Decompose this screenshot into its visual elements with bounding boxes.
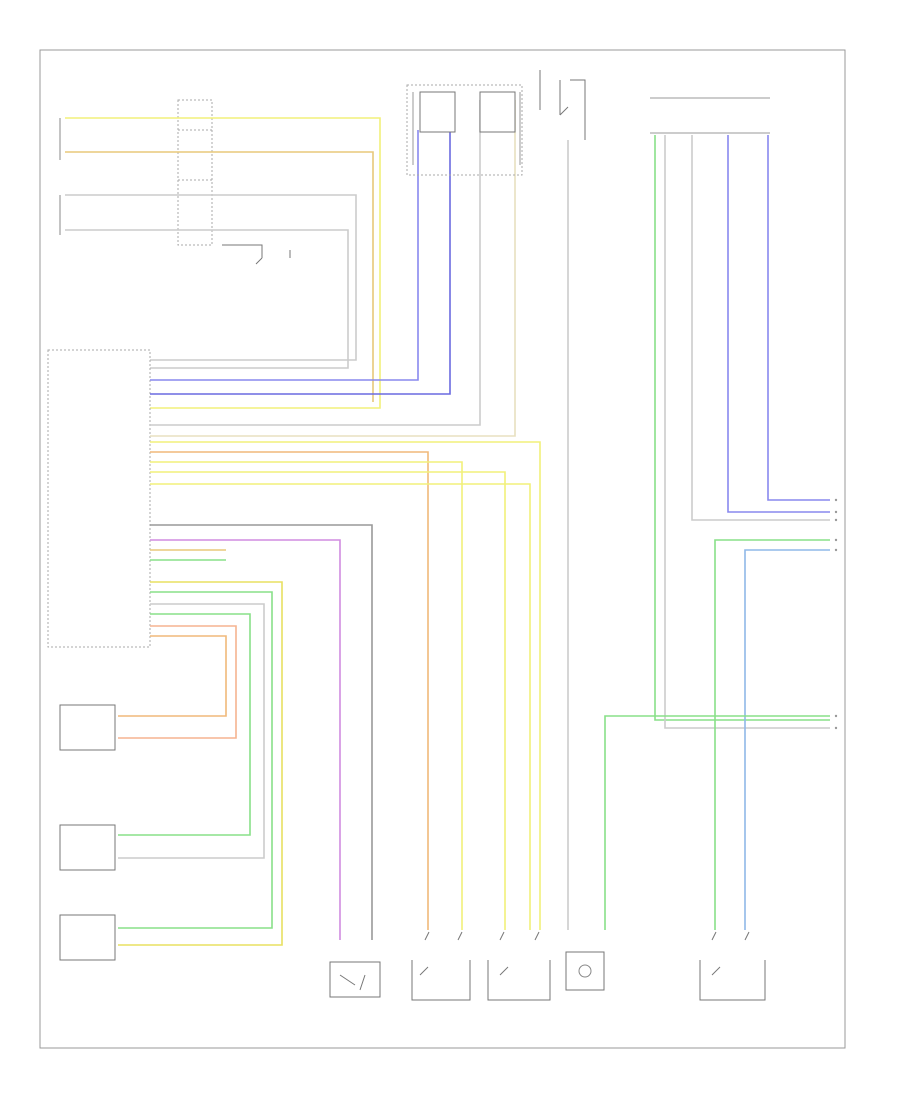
fuse-relay-box bbox=[539, 70, 586, 140]
seat-position-sensor bbox=[565, 951, 605, 991]
wire-green-6 bbox=[604, 715, 830, 930]
wire-gray-3 bbox=[150, 100, 481, 426]
driver-seatbelt-pretensioner bbox=[411, 931, 471, 1001]
right-wires bbox=[567, 135, 830, 930]
wire-lightblue-1 bbox=[744, 549, 830, 930]
right-connector-pins bbox=[834, 498, 838, 730]
wire-orange-2 bbox=[118, 635, 227, 717]
wire-yellow-1 bbox=[65, 117, 381, 409]
wire-green-4 bbox=[654, 135, 830, 721]
wire-green-2 bbox=[118, 591, 273, 929]
wires-steering bbox=[65, 117, 381, 409]
wire-yellow-5 bbox=[150, 483, 531, 930]
wire-purple-3 bbox=[727, 135, 830, 513]
wire-ltan-1 bbox=[150, 100, 516, 437]
clock-spring-outline bbox=[177, 99, 213, 246]
wire-gray-4 bbox=[150, 524, 373, 940]
front-impact-sensor-center bbox=[59, 824, 116, 871]
wire-yellow-2 bbox=[150, 441, 541, 930]
wire-tan-1 bbox=[65, 151, 374, 402]
steering-column-switch-assembly bbox=[59, 99, 213, 246]
connector-wires bbox=[118, 100, 541, 946]
steering-wheel-switches bbox=[222, 244, 291, 265]
wire-gray-6 bbox=[691, 135, 830, 521]
diagram-frame bbox=[39, 49, 846, 1049]
instrument-cluster bbox=[650, 97, 770, 134]
passenger-seat-switch bbox=[329, 961, 381, 998]
wire-purple-1 bbox=[150, 130, 419, 381]
wire-blue-1 bbox=[150, 130, 451, 395]
wire-gray-7 bbox=[664, 135, 830, 729]
transmission-control-module-top bbox=[406, 84, 523, 176]
wire-magenta-1 bbox=[150, 539, 341, 940]
module-connector-block bbox=[47, 349, 151, 648]
wire-purple-2 bbox=[767, 135, 830, 501]
module-connector-outline bbox=[47, 349, 151, 648]
wire-green-5 bbox=[714, 539, 830, 930]
wire-orange-1 bbox=[150, 451, 429, 930]
wire-gray-1 bbox=[65, 194, 357, 361]
wire-salmon-1 bbox=[118, 625, 237, 739]
wire-green-3 bbox=[118, 613, 251, 836]
wire-gray-5 bbox=[118, 603, 265, 859]
passenger-seatbelt-pretensioner bbox=[487, 931, 551, 1001]
wire-yellow-4 bbox=[150, 471, 506, 930]
wire-yellow-3 bbox=[150, 461, 463, 930]
wire-gray-2 bbox=[65, 229, 349, 369]
wire-ygreen-1 bbox=[118, 581, 283, 946]
passenger-occupant-classification-module bbox=[699, 931, 766, 1001]
front-impact-sensor-left bbox=[59, 704, 116, 751]
front-impact-sensor-right bbox=[59, 914, 116, 961]
